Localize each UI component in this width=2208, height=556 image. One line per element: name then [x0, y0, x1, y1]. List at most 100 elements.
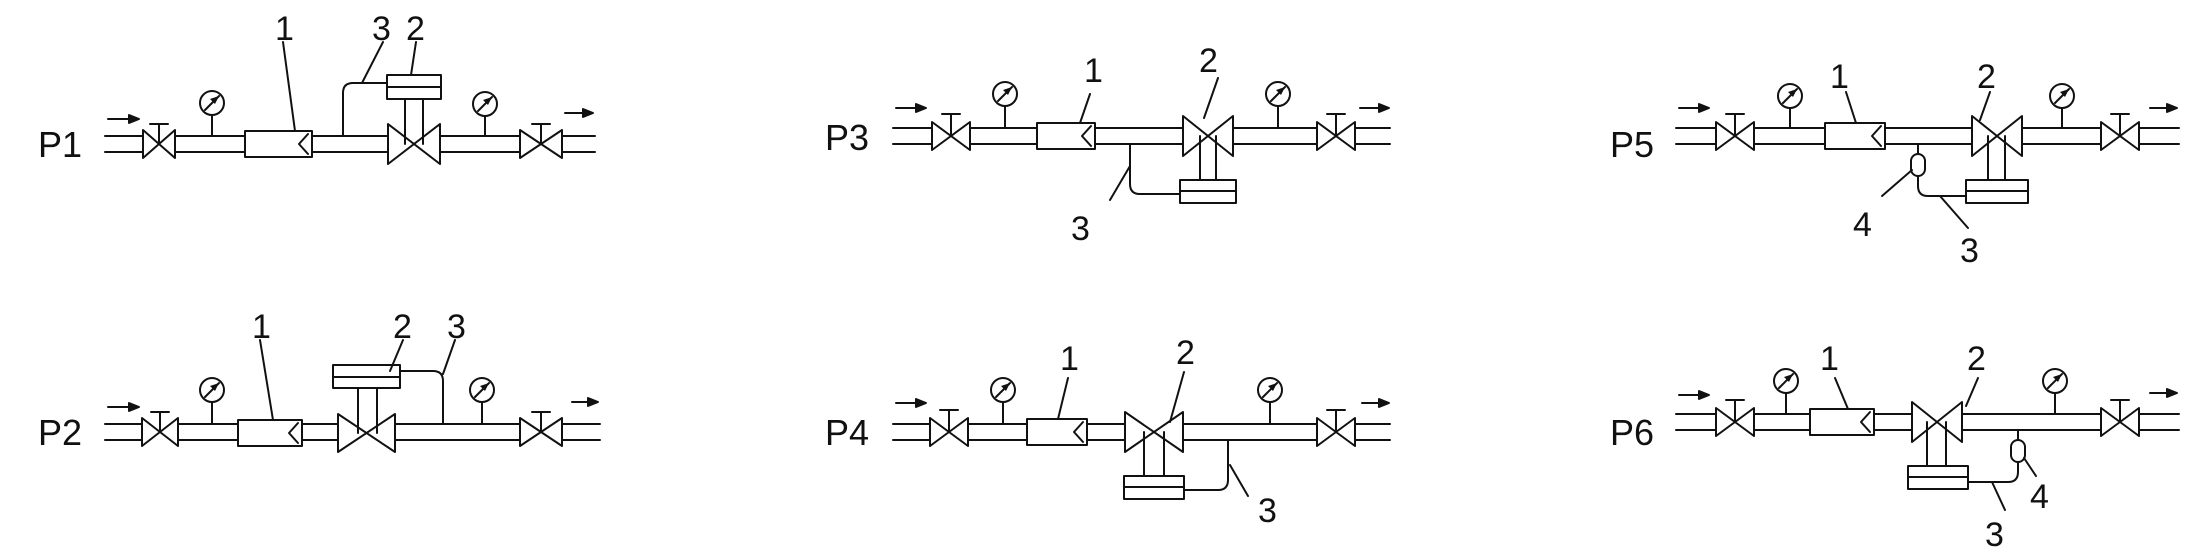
- diagram-p5: P5 1 2 4 3: [1610, 58, 2180, 270]
- leader-lines: [1834, 377, 2037, 511]
- diagram-p2: P2 1 2 3: [38, 308, 601, 453]
- pressure-gauge-icon: [469, 377, 495, 425]
- shutoff-valve-icon: [1715, 113, 1755, 151]
- shutoff-valve-icon: [929, 409, 969, 447]
- leader-lines: [259, 339, 456, 421]
- inlet-arrow-icon: [107, 402, 140, 412]
- shutoff-valve-icon: [2100, 113, 2140, 151]
- filter-icon: [1824, 122, 1886, 150]
- inlet-arrow-icon: [107, 114, 140, 124]
- label-filter: 1: [1830, 58, 1849, 96]
- label-filter: 1: [275, 10, 294, 48]
- control-valve-icon: [386, 74, 442, 165]
- diagram-title: P4: [825, 412, 869, 453]
- filter-icon: [1036, 122, 1096, 150]
- label-filter: 1: [1060, 340, 1079, 378]
- diagram-title: P1: [38, 124, 82, 165]
- leader-lines: [1079, 77, 1219, 201]
- filter-icon: [244, 130, 313, 158]
- control-valve-icon: [1907, 401, 1969, 490]
- leader-lines: [1845, 91, 1991, 229]
- pressure-gauge-icon: [199, 90, 225, 137]
- sensing-line: [1967, 429, 2019, 483]
- label-sensing-line: 3: [1071, 210, 1090, 248]
- sensing-line: [1129, 143, 1181, 195]
- sensing-line: [399, 370, 444, 425]
- pressure-gauge-icon: [1773, 368, 1799, 415]
- shutoff-valve-icon: [142, 123, 176, 159]
- pressure-gauge-icon: [472, 91, 498, 137]
- diagram-p6: P6 1 2 4 3: [1610, 340, 2180, 554]
- diagram-title: P5: [1610, 124, 1654, 165]
- outlet-arrow-icon: [1361, 398, 1390, 408]
- control-valve-icon: [1179, 115, 1237, 204]
- pressure-gauge-icon: [1257, 377, 1283, 425]
- outlet-arrow-icon: [2149, 388, 2178, 398]
- label-control-valve: 2: [406, 10, 425, 48]
- label-sensing-line: 3: [1258, 492, 1277, 530]
- label-control-valve: 2: [1967, 340, 1986, 378]
- outlet-arrow-icon: [1359, 103, 1390, 113]
- inlet-arrow-icon: [895, 103, 927, 113]
- leader-lines: [1057, 371, 1249, 497]
- label-sensing-line: 3: [1985, 516, 2004, 554]
- condensate-pot-icon: [1910, 153, 1926, 177]
- label-filter: 1: [1820, 340, 1839, 378]
- label-sensing-line: 3: [372, 10, 391, 48]
- shutoff-valve-icon: [519, 411, 563, 447]
- shutoff-valve-icon: [519, 123, 563, 159]
- filter-icon: [1809, 408, 1875, 436]
- pressure-gauge-icon: [1777, 83, 1803, 129]
- label-control-valve: 2: [1199, 42, 1218, 80]
- diagram-p4: P4 1 2 3: [825, 334, 1391, 530]
- pressure-gauge-icon: [992, 81, 1018, 129]
- outlet-arrow-icon: [571, 397, 599, 407]
- pressure-gauge-icon: [1265, 81, 1291, 129]
- diagram-title: P3: [825, 117, 869, 158]
- diagram-p1: P1 1 3 2: [38, 10, 596, 165]
- sensing-line: [1917, 143, 1967, 197]
- label-sensing-line: 3: [1960, 232, 1979, 270]
- shutoff-valve-icon: [1715, 399, 1755, 437]
- label-filter: 1: [1084, 52, 1103, 90]
- shutoff-valve-icon: [141, 411, 179, 447]
- diagram-p3: P3 1 2 3: [825, 42, 1391, 248]
- filter-icon: [1026, 418, 1088, 446]
- label-condensate-pot: 4: [1853, 206, 1872, 244]
- label-condensate-pot: 4: [2030, 478, 2049, 516]
- inlet-arrow-icon: [1678, 390, 1710, 400]
- pressure-gauge-icon: [990, 377, 1016, 425]
- control-valve-icon: [332, 364, 401, 453]
- shutoff-valve-icon: [1316, 113, 1356, 151]
- inlet-arrow-icon: [895, 398, 927, 408]
- shutoff-valve-icon: [1316, 409, 1356, 447]
- pipeline: [1675, 413, 2180, 431]
- label-sensing-line: 3: [447, 308, 466, 346]
- pipeline: [104, 135, 596, 153]
- outlet-arrow-icon: [2149, 103, 2178, 113]
- shutoff-valve-icon: [2100, 399, 2140, 437]
- sensing-line: [342, 82, 388, 137]
- sensing-line: [1183, 439, 1229, 491]
- label-control-valve: 2: [1977, 58, 1996, 96]
- outlet-arrow-icon: [564, 108, 594, 118]
- label-control-valve: 2: [393, 308, 412, 346]
- pipeline: [104, 423, 601, 441]
- label-control-valve: 2: [1176, 334, 1195, 372]
- condensate-pot-icon: [2010, 439, 2026, 463]
- inlet-arrow-icon: [1678, 103, 1710, 113]
- pipeline: [892, 423, 1391, 441]
- pipeline: [892, 127, 1391, 145]
- control-valve-icon: [1965, 115, 2029, 204]
- pressure-gauge-icon: [199, 377, 225, 425]
- filter-icon: [237, 419, 303, 447]
- label-filter: 1: [252, 308, 271, 346]
- diagram-title: P2: [38, 412, 82, 453]
- control-valve-icon: [1123, 411, 1185, 500]
- diagram-title: P6: [1610, 412, 1654, 453]
- shutoff-valve-icon: [931, 113, 971, 151]
- pressure-gauge-icon: [2049, 83, 2075, 129]
- leader-lines: [282, 41, 417, 132]
- pressure-gauge-icon: [2042, 368, 2068, 415]
